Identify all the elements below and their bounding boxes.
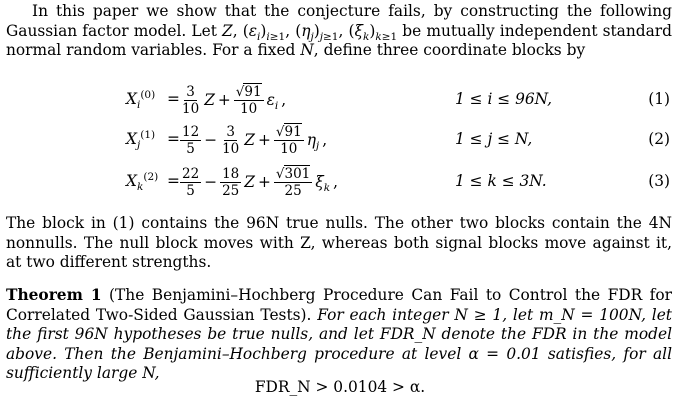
intro-line3a: random variables. For a fixed: [66, 41, 301, 59]
equation-2-number: (2): [648, 130, 670, 148]
equation-1-number: (1): [648, 90, 670, 108]
equation-2-condition: 1 ≤ j ≤ N,: [455, 130, 533, 148]
theorem-1: Theorem 1 (The Benjamini–Hochberg Proced…: [6, 286, 672, 384]
intro-paragraph: In this paper we show that the conjectur…: [6, 2, 673, 60]
theorem-title: (The Benjamini–Hochberg Procedure Can Fa…: [6, 286, 673, 324]
theorem-display-equation: FDR_N > 0.0104 > α.: [254, 378, 426, 396]
intro-line1: In this paper we show that the conjectur…: [6, 2, 672, 40]
intro-line2a: factor model. Let: [82, 21, 223, 40]
intro-line3b: , define three coordinate blocks by: [313, 41, 586, 59]
equation-3-condition: 1 ≤ k ≤ 3N.: [455, 172, 547, 190]
theorem-statement: For each integer N ≥ 1, let m_N = 100N, …: [6, 305, 672, 383]
theorem-label: Theorem 1: [6, 286, 102, 304]
intro-line2b: be mutually independent standard normal: [6, 21, 673, 60]
equation-3-number: (3): [648, 172, 670, 190]
body-paragraph: The block in (1) contains the 96N true n…: [6, 214, 672, 271]
equation-1-condition: 1 ≤ i ≤ 96N,: [455, 90, 553, 108]
